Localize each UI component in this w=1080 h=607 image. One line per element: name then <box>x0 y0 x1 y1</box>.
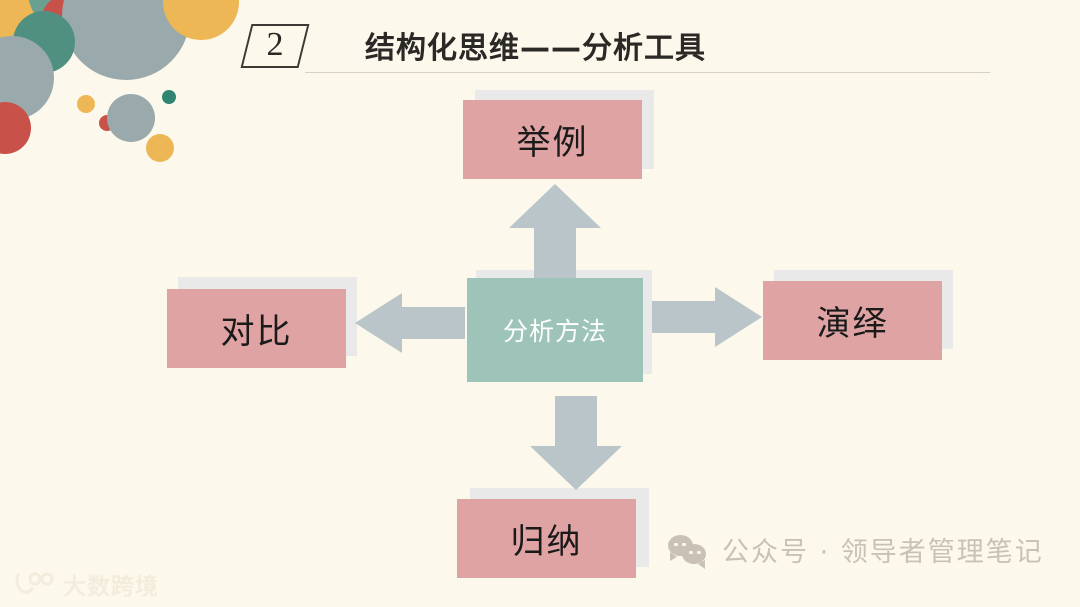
arrow-left-icon <box>355 293 465 353</box>
node-top[interactable]: 举例 <box>463 100 642 179</box>
section-number-text: 2 <box>266 26 284 63</box>
node-right-label: 演绎 <box>816 304 889 344</box>
brand-logo-icon <box>15 572 54 594</box>
node-bottom[interactable]: 归纳 <box>457 499 636 578</box>
page-title: 结构化思维——分析工具 <box>365 31 706 66</box>
arrow-up-icon <box>509 184 601 278</box>
node-center[interactable]: 分析方法 <box>467 278 643 382</box>
decorative-circle <box>162 90 176 104</box>
node-bottom-label: 归纳 <box>510 522 583 562</box>
arrow-down-icon <box>530 396 622 490</box>
decorative-circle <box>77 95 95 113</box>
decorative-circles <box>0 0 330 200</box>
node-top-label: 举例 <box>516 123 589 163</box>
node-right[interactable]: 演绎 <box>763 281 942 360</box>
brand-watermark-text: 大数跨境 <box>63 574 159 600</box>
title-divider <box>305 72 990 73</box>
wechat-watermark: 公众号 · 领导者管理笔记 <box>668 530 1044 569</box>
node-center-label: 分析方法 <box>502 317 607 346</box>
brand-watermark: 大数跨境 <box>14 567 159 601</box>
node-left-label: 对比 <box>220 312 293 352</box>
node-left[interactable]: 对比 <box>167 289 346 368</box>
decorative-circle <box>107 94 155 142</box>
wechat-watermark-text: 公众号 · 领导者管理笔记 <box>722 537 1044 568</box>
decorative-circle <box>146 134 174 162</box>
arrow-right-icon <box>652 287 762 347</box>
wechat-bubbles-icon <box>668 534 708 569</box>
